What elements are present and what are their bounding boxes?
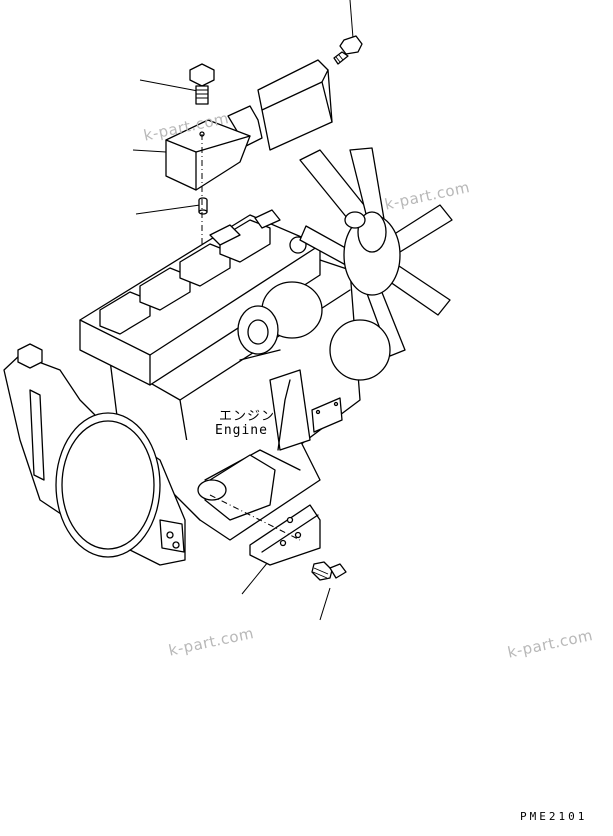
spacer-collar <box>198 197 208 215</box>
engine-nameplate <box>311 397 343 433</box>
lower-bracket-plate <box>249 504 321 566</box>
engine-label-english: Engine <box>215 423 268 438</box>
cooling-fan <box>299 147 453 381</box>
top-bolt <box>333 35 363 65</box>
intake-elbow <box>197 454 276 521</box>
cover-bolt <box>189 63 215 105</box>
flywheel-housing <box>3 343 186 566</box>
dipstick-tube <box>277 379 291 451</box>
alternator <box>237 281 323 361</box>
lower-bolt <box>311 561 347 581</box>
upper-cover-plate <box>227 59 333 151</box>
drawing-code: PME2101 <box>520 810 588 823</box>
engine-label-japanese: エンジン <box>219 409 276 424</box>
leader-lines <box>132 0 354 621</box>
